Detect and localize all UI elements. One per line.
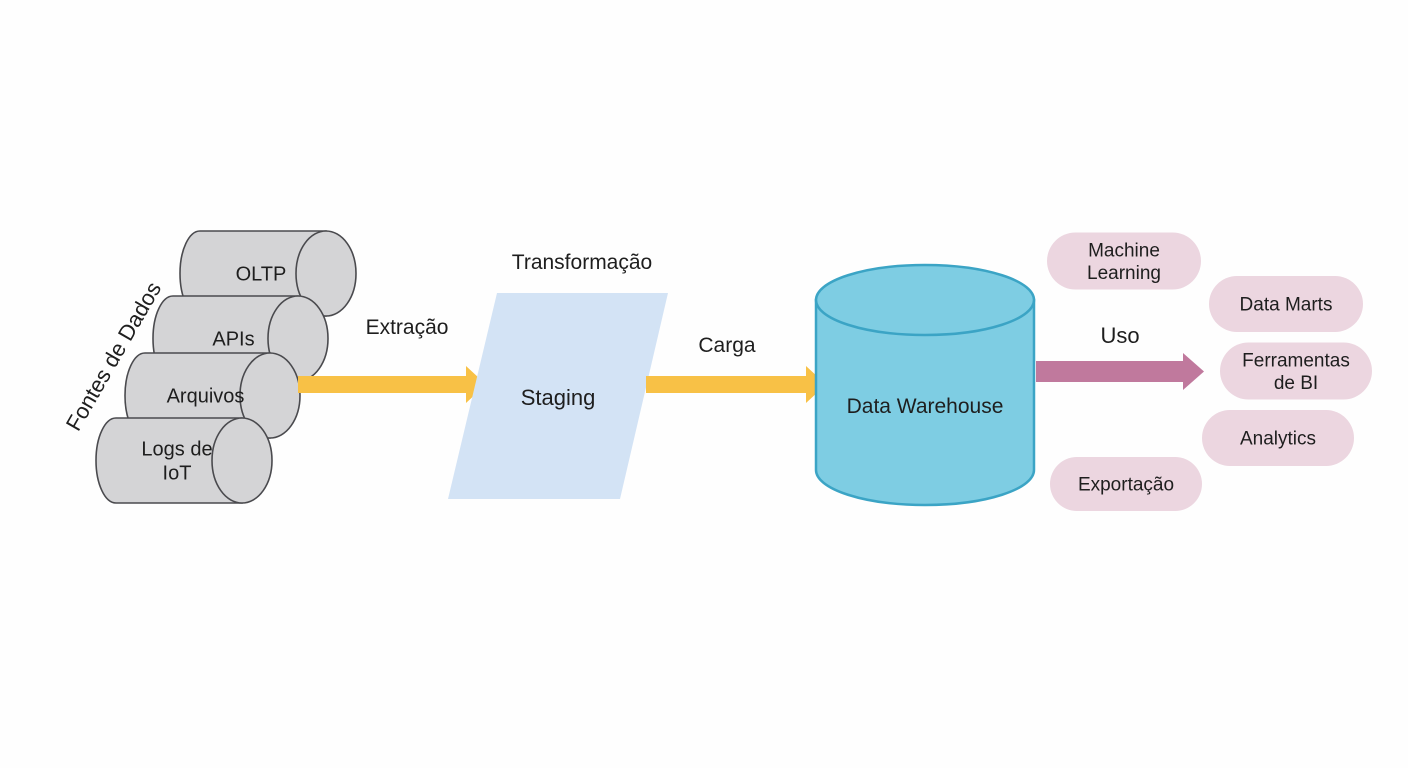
extract-arrow-shaft <box>298 376 470 393</box>
transform-label: Transformação <box>512 251 652 274</box>
source-cylinder-cap <box>295 230 357 317</box>
load-arrow <box>646 366 826 403</box>
use-arrow-shaft <box>1036 361 1186 382</box>
use-pill-label: de BI <box>1274 373 1318 394</box>
warehouse-top <box>814 263 1036 337</box>
use-pill-label: Ferramentas <box>1242 350 1350 371</box>
source-cylinder-cap <box>239 352 301 439</box>
staging-label: Staging <box>521 385 596 410</box>
source-label: IoT <box>163 463 192 485</box>
extract-label: Extração <box>366 316 449 339</box>
source-label: Logs de <box>141 439 212 461</box>
use-pill-bg <box>1050 457 1202 511</box>
extract-arrow <box>298 366 486 403</box>
staging-shape <box>448 293 668 499</box>
use-pill-bg <box>1220 342 1372 400</box>
load-label: Carga <box>698 334 756 357</box>
warehouse-label: Data Warehouse <box>847 395 1004 418</box>
source-cylinder: OLTP <box>179 230 357 317</box>
source-cylinder-body <box>95 417 243 504</box>
use-arrow <box>1036 353 1204 390</box>
source-cylinder-cap <box>211 417 273 504</box>
use-pill-label: Exportação <box>1078 475 1174 496</box>
data-warehouse-cylinder <box>814 263 1036 507</box>
use-pill-label: Analytics <box>1240 429 1316 450</box>
warehouse-body <box>814 298 1036 507</box>
use-pill-bg <box>1047 232 1201 290</box>
use-pill-label: Learning <box>1087 263 1161 284</box>
use-pill: Exportação <box>1050 457 1202 511</box>
use-pill-bg <box>1209 276 1363 332</box>
source-label: APIs <box>212 329 254 351</box>
use-arrow-head <box>1183 353 1204 390</box>
use-label: Uso <box>1100 323 1139 348</box>
source-cylinder: Arquivos <box>124 352 301 439</box>
use-pill: Data Marts <box>1209 276 1363 332</box>
source-label: Arquivos <box>167 386 245 408</box>
use-pill-label: Machine <box>1088 240 1160 261</box>
load-arrow-shaft <box>646 376 810 393</box>
use-pill-bg <box>1202 410 1354 466</box>
use-pill-label: Data Marts <box>1240 295 1333 316</box>
source-label: OLTP <box>236 264 287 286</box>
use-pill: Analytics <box>1202 410 1354 466</box>
